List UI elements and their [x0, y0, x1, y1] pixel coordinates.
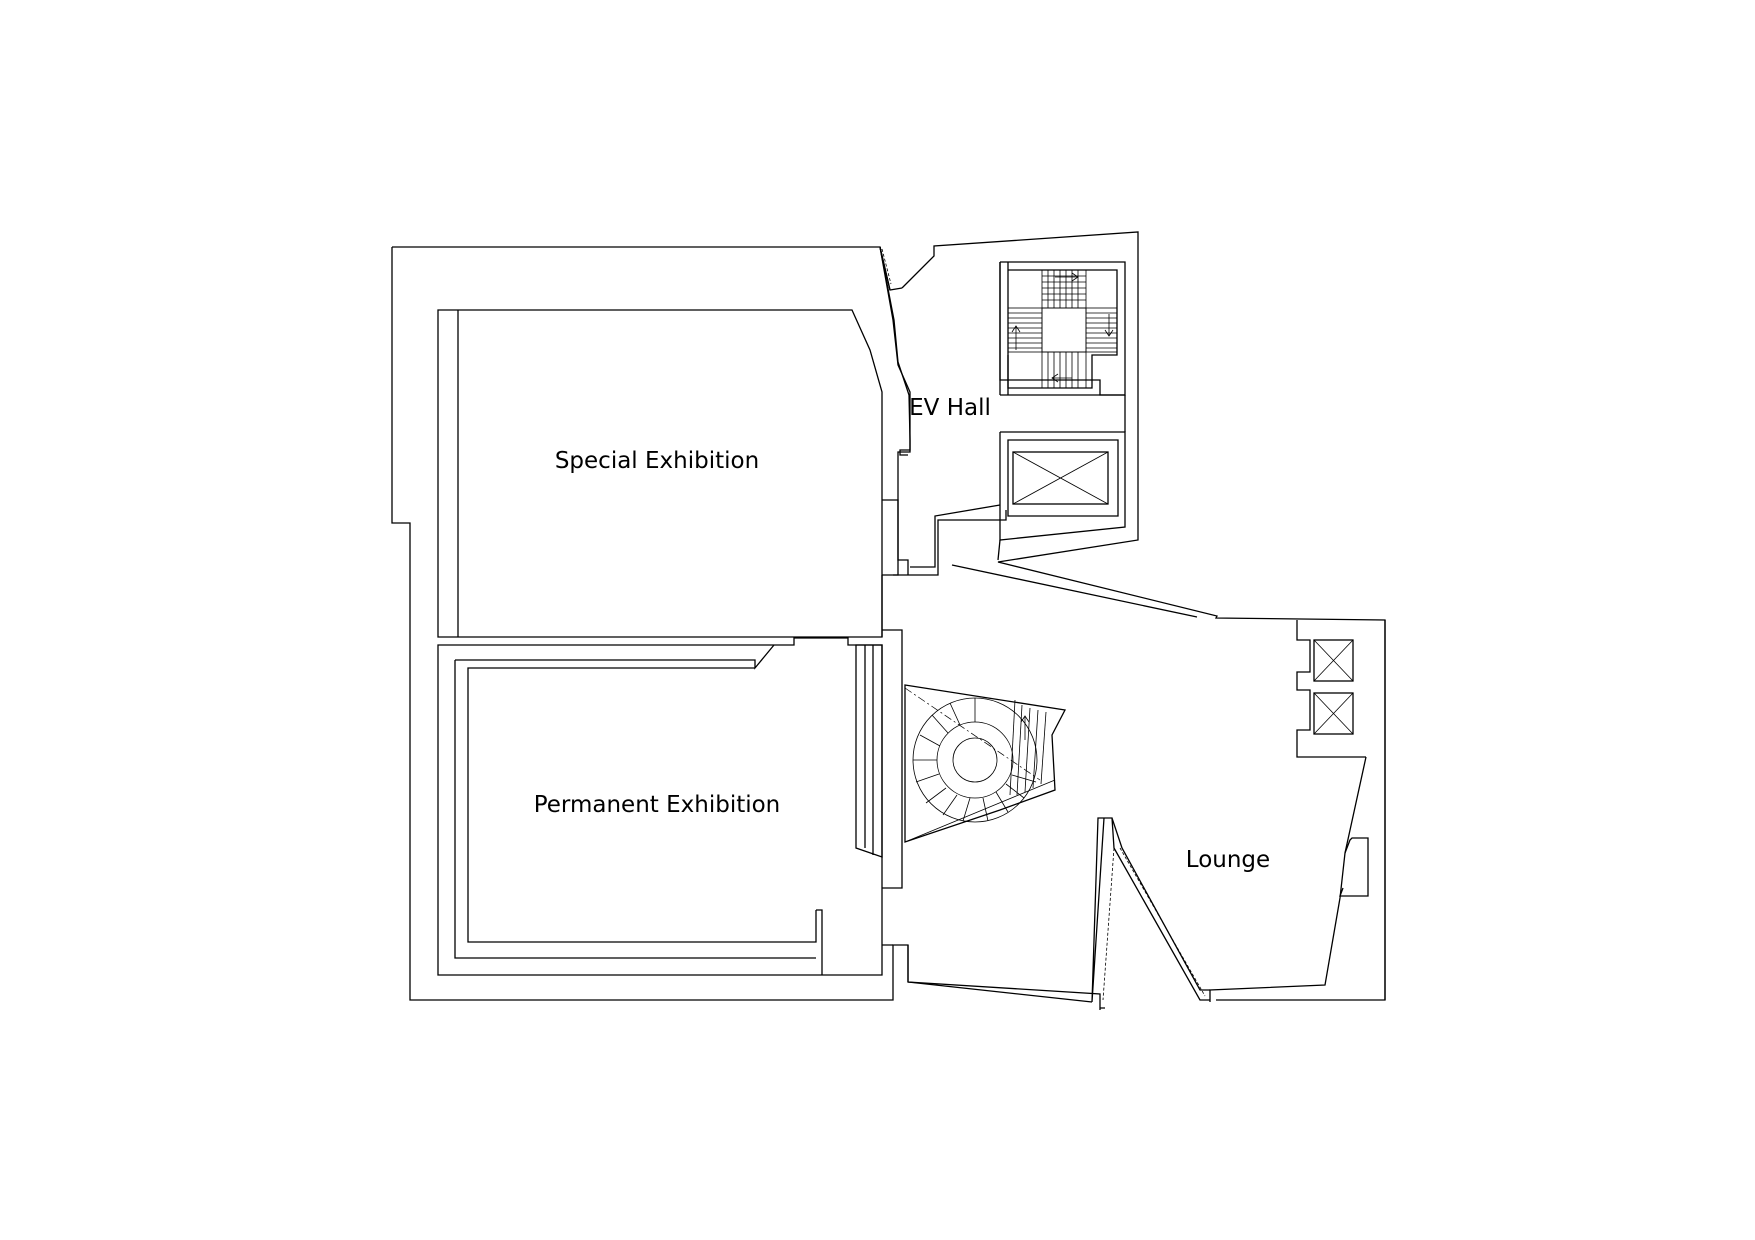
corridor-walls — [881, 499, 1007, 637]
entrance-dashed-line — [881, 248, 892, 285]
shaft-2 — [1313, 692, 1354, 735]
lounge-north-wall — [951, 564, 1198, 618]
lounge-inner-east-wall — [1209, 756, 1367, 1002]
permanent-exhibition-door — [816, 909, 823, 975]
lounge-alcove — [1339, 837, 1369, 897]
lounge-east-piers — [1296, 620, 1366, 758]
permanent-exhibition-outer — [437, 637, 883, 976]
lounge-v-notch-dashed — [1102, 847, 1206, 1001]
ev-hall-lower-walls — [910, 394, 1126, 568]
spiral-stair-west-wall — [882, 629, 903, 946]
stair-core-enclosure — [901, 231, 1386, 1000]
spiral-stair — [904, 684, 1066, 843]
shaft-1-cross-b — [1313, 639, 1354, 682]
label-lounge: Lounge — [1186, 847, 1270, 873]
stair-core-left-wall — [999, 262, 1009, 395]
label-special-exhibition: Special Exhibition — [555, 448, 759, 474]
elevator-cross-2 — [1012, 451, 1109, 505]
shaft-1 — [1313, 639, 1354, 682]
elevator-shaft — [1012, 451, 1109, 505]
ev-hall-west-wall — [879, 246, 911, 576]
lounge-south-wall — [907, 945, 1093, 1003]
lounge-east-wall — [1216, 620, 1386, 1001]
display-wall-vertical — [855, 644, 883, 858]
outer-wall-left — [391, 246, 911, 1001]
stair-flights — [1007, 269, 1118, 389]
special-exhibition-room — [437, 309, 883, 638]
elevator-core-wall — [999, 431, 1126, 541]
label-ev-hall: EV Hall — [909, 395, 991, 421]
permanent-exhibition-inner-band — [454, 644, 817, 959]
shaft-2-cross-b — [1313, 692, 1354, 735]
label-permanent-exhibition: Permanent Exhibition — [534, 792, 781, 818]
entry-notch — [879, 246, 903, 291]
